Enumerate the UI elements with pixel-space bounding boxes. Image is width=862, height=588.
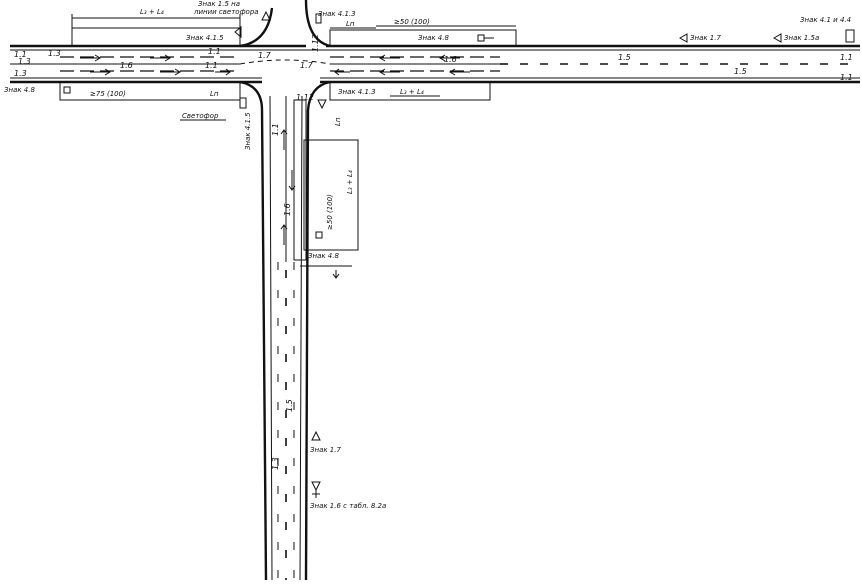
turn-zone-box-right-bottom — [329, 81, 491, 101]
turn-zone-box-right-top — [329, 29, 517, 47]
marking-label: 1.3 — [271, 457, 280, 470]
dim-50-100-vertical: ≥50 (100) — [326, 194, 334, 230]
lane-arrow — [334, 68, 350, 76]
sign-1-7-triangle-icon — [678, 33, 688, 43]
dim-lz-ld-top-left: L₃ + L₄ — [140, 8, 164, 16]
side-road-left-edge — [260, 109, 268, 581]
sign-1-5a-label-right: Знак 1.5а — [784, 34, 819, 42]
marking-label: 1.1 — [840, 73, 853, 82]
sign-1-6-triangle-icon — [311, 481, 321, 492]
sign-1-6-label-bottom: Знак 1.6 с табл. 8.2а — [310, 502, 386, 510]
sign-1-7-triangle-icon-bottom — [311, 430, 321, 441]
dim-lp-top: Lп — [346, 20, 355, 28]
marking-label: 1.7 — [300, 61, 314, 70]
marking-label: 1.6 — [444, 55, 457, 64]
sign-4-8-label-left: Знак 4.8 — [4, 86, 35, 94]
sign-4-1-3-label-top: Знак 4.1.3 — [318, 10, 356, 18]
sign-4-1-5-label-vertical: Знак 4.1.5 — [244, 112, 252, 150]
lane-arrow — [379, 68, 400, 76]
curb-curve-top-left — [239, 7, 274, 48]
side-road-right-edge — [304, 109, 310, 581]
sign-1-5-label: Знак 1.5 на — [198, 0, 240, 8]
lane-arrow — [280, 224, 288, 245]
lane-arrow — [280, 129, 288, 150]
sign-1-5a-triangle-icon — [772, 33, 782, 43]
marking-label: 1.7 — [258, 51, 272, 60]
marking-label: 1.5 — [285, 399, 294, 412]
marking-label: 1.3 — [18, 57, 31, 66]
marking-label: 1.1 — [840, 53, 853, 62]
side-road: Lп L₃ + L₄ ≥50 (100) Знак 4.8 Знак 1.7 З… — [260, 95, 386, 581]
sign-4-1-3-label-right: Знак 4.1.3 — [338, 88, 376, 96]
right-bottom-zone: Знак 4.1.3 L₃ + L₄ — [306, 80, 491, 111]
sign-4-1-5-label-top-left: Знак 4.1.5 — [186, 34, 224, 42]
marking-numbers: 1.1 1.3 1.3 1.3 1.6 1.1 1.1 1.7 1.7 1.12… — [14, 34, 853, 470]
svetofor-label: Светофор — [182, 112, 219, 120]
lane-arrow — [288, 170, 296, 191]
marking-label: 1.1 — [271, 123, 280, 136]
dim-75-100-left: ≥75 (100) — [90, 90, 126, 98]
dim-lp-vertical: Lп — [334, 117, 342, 126]
sign-4-1-icon-right — [845, 29, 855, 43]
marking-label: 1.3 — [48, 49, 61, 58]
traffic-light-icon — [239, 97, 247, 109]
sign-1-5-triangle-icon — [261, 10, 271, 21]
sign-triangle-icon — [317, 99, 327, 110]
sign-4-8-label-top: Знак 4.8 — [418, 34, 449, 42]
left-top-turn-zone: L₃ + L₄ Знак 1.5 на линии светофора Знак… — [71, 0, 274, 48]
marking-label: 1.12 — [311, 34, 320, 52]
dim-lz-ld-vertical: L₃ + L₄ — [346, 170, 354, 194]
main-road — [10, 44, 860, 84]
guide-line-1-7 — [239, 59, 331, 65]
marking-label: 1.6 — [283, 203, 292, 216]
marking-label: 1.1 — [14, 50, 27, 59]
curb-curve-bottom-right — [306, 80, 331, 111]
right-top-turn-zone: Lп ≥50 (100) Знак 4.1.3 Знак 4.8 — [304, 0, 517, 48]
marking-label: 1.6 — [120, 61, 133, 70]
turn-zone-box-left-top — [71, 27, 241, 47]
lane-arrow — [379, 54, 400, 62]
dim-lp-left: Lп — [210, 90, 219, 98]
sign-4-8-icon-vertical — [315, 231, 323, 239]
sign-4-8-label-vertical: Знак 4.8 — [308, 252, 339, 260]
marking-label: 1.12 — [296, 93, 314, 102]
sign-4-1-4-4-label: Знак 4.1 и 4.4 — [800, 16, 851, 24]
sign-1-7-label-right: Знак 1.7 — [690, 34, 721, 42]
turn-zone-box-left-bottom — [59, 81, 241, 101]
sign-1-7-label-bottom: Знак 1.7 — [310, 446, 341, 454]
right-signs: Знак 1.7 Знак 1.5а Знак 4.1 и 4.4 — [678, 16, 855, 43]
sign-1-5-label-2: линии светофора — [193, 8, 259, 16]
lane-arrow — [80, 54, 101, 62]
curb-curve-bottom-left — [239, 80, 264, 111]
lane-arrow — [215, 68, 231, 76]
side-road-left-line — [269, 95, 273, 581]
marking-label: 1.5 — [618, 53, 631, 62]
marking-label: 1.1 — [208, 47, 221, 56]
dim-50-100-top: ≥50 (100) — [394, 18, 430, 26]
dim-box-side-road — [303, 139, 359, 251]
side-road-right-line — [299, 95, 303, 581]
marking-label: 1.5 — [734, 67, 747, 76]
curb-curve-top-right — [304, 0, 331, 48]
marking-label: 1.3 — [14, 69, 27, 78]
lane-arrow — [160, 68, 181, 76]
left-bottom-zone: Знак 4.8 ≥75 (100) Lп Светофор Знак 4.1.… — [4, 80, 264, 150]
marking-label: 1.1 — [205, 61, 218, 70]
sign-4-1-5-icon — [234, 25, 242, 39]
lane-arrow — [90, 68, 111, 76]
lane-arrow — [449, 68, 470, 76]
lane-arrow — [150, 54, 171, 62]
sign-4-8-icon-left — [63, 86, 71, 94]
sign-post-icon — [315, 13, 322, 24]
lane-arrow — [439, 54, 460, 62]
sign-4-8-icon-top — [477, 34, 485, 42]
dim-lz-ld-right: L₃ + L₄ — [400, 88, 424, 96]
turn-zone-box-side-road — [293, 99, 307, 261]
